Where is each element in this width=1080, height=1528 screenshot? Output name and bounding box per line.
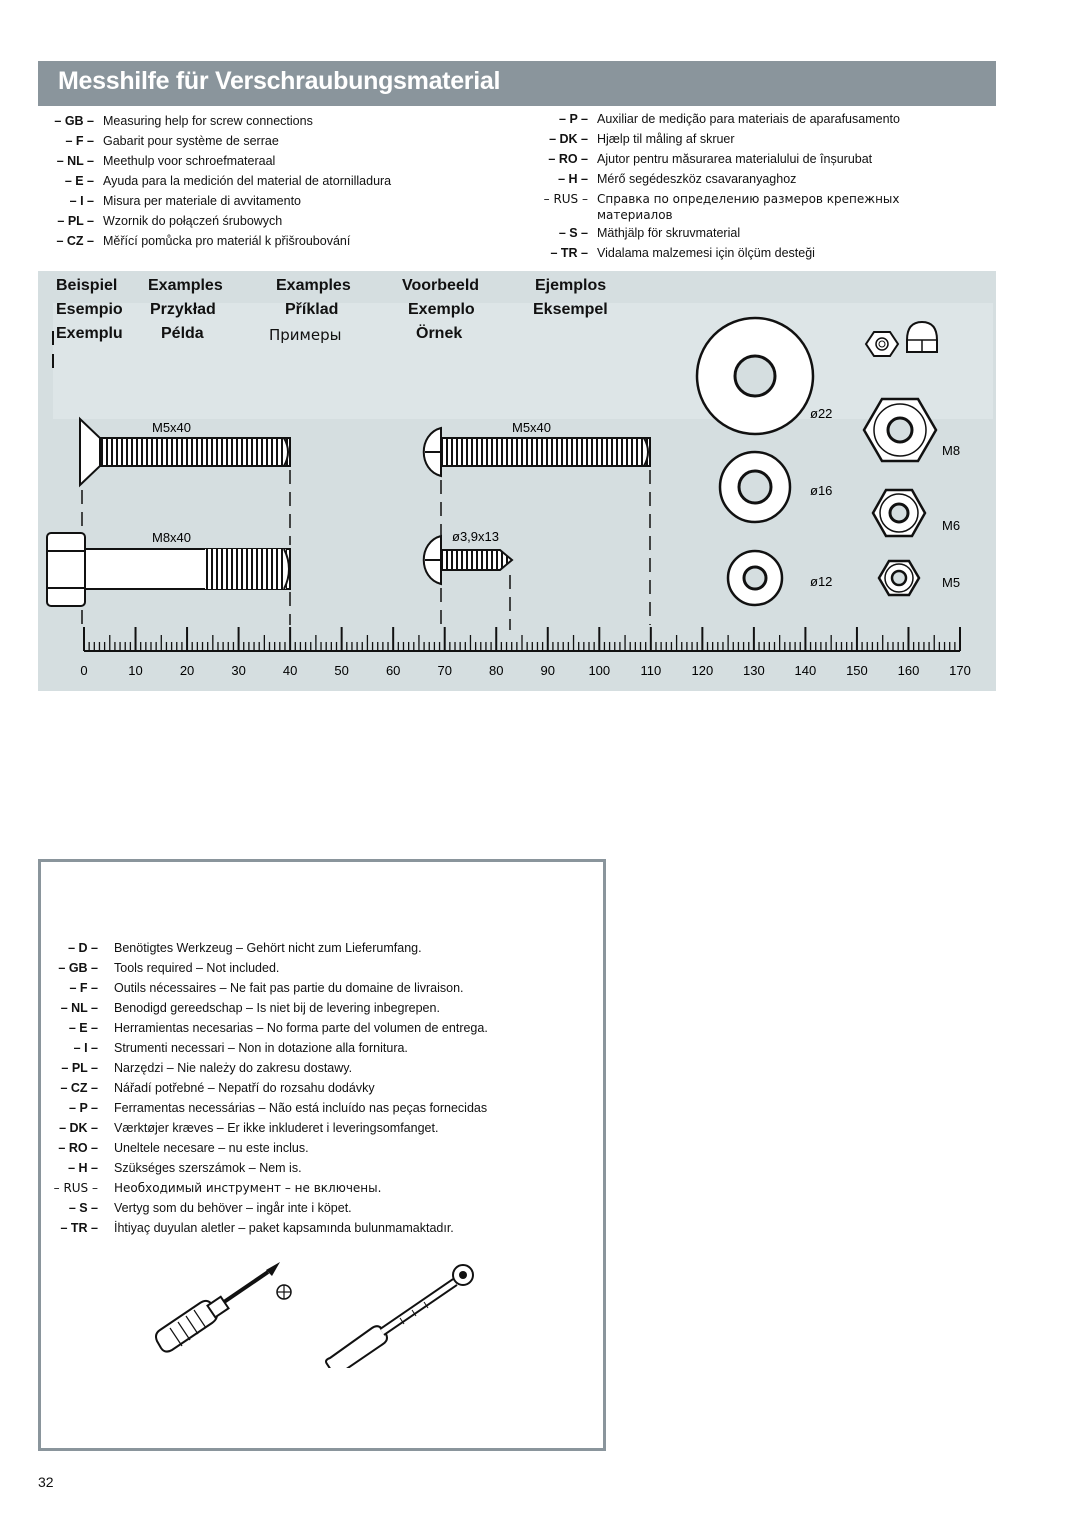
tools-row: – PL –Narzędzi – Nie należy do zakresu d… [61,1061,353,1075]
screw-label: M5x40 [512,420,551,435]
language-row: – TR –Vidalama malzemesi için ölçüm dest… [550,246,815,260]
hex-bolt [46,532,291,607]
example-label: Przykład [150,301,216,318]
example-label: Örnek [416,325,463,342]
ruler-label: 170 [949,663,971,678]
language-row: – NL –Meethulp voor schroefmateraal [56,154,276,168]
tools-row: – D –Benötigtes Werkzeug – Gehört nicht … [68,941,422,955]
nut-label: M8 [942,443,960,458]
ruler-label: 120 [692,663,714,678]
tools-row: – DK –Værktøjer kræves – Er ikke inklude… [59,1121,439,1135]
example-label: Exemplo [408,301,475,318]
language-row: – CZ –Měřící pomůcka pro materiál k přiš… [56,234,351,248]
countersunk-screw [79,416,291,488]
nut-m8 [862,397,938,463]
title-bar: Messhilfe für Verschraubungsmaterial [38,61,996,106]
tools-row: – NL –Benodigd gereedschap – Is niet bij… [60,1001,440,1015]
language-row: – RUS –Справка по определению размеров к… [543,192,900,206]
screw-label: M8x40 [152,530,191,545]
example-label: Примеры [269,326,342,344]
language-row: – RO –Ajutor pentru măsurarea materialul… [548,152,873,166]
ruler-label: 40 [283,663,297,678]
example-label: Příklad [285,301,339,318]
ruler-label: 160 [898,663,920,678]
tools-row: – CZ –Nářadí potřebné – Nepatří do rozsa… [60,1081,375,1095]
guide-lines [81,470,651,630]
page-number: 32 [38,1474,54,1490]
hex-nut-small-icon [864,331,900,357]
ruler-label: 100 [588,663,610,678]
ruler: 0 10 20 30 40 50 60 70 80 90 100 110 120 130 140 150 160… [80,627,971,678]
language-row: – DK –Hjælp til måling af skruer [549,132,735,146]
tools-row: – RUS –Необходимый инструмент – не включ… [53,1181,382,1195]
hardware-drawing: M5x40 M5x40 M8x40 ø3,9x13 ø [46,316,971,678]
tools-row: – GB –Tools required – Not included. [58,961,280,975]
tools-illustration [155,1262,474,1368]
tools-row: – TR –İhtiyaç duyulan aletler – paket ka… [60,1221,454,1235]
screw-label: M5x40 [152,420,191,435]
tapping-screw [422,534,514,586]
example-label: Beispiel [56,277,118,294]
tools-row: – P –Ferramentas necessárias – Não está … [69,1101,488,1115]
example-label: Exemplu [56,325,123,342]
example-label: Eksempel [533,301,608,318]
measuring-panel-inner [53,303,993,419]
language-row: – F –Gabarit pour système de serrae [65,134,279,148]
ruler-label: 150 [846,663,868,678]
washer-label: ø22 [810,406,832,421]
nut-m6 [871,488,927,538]
ruler-label: 0 [80,663,87,678]
ruler-label: 90 [541,663,555,678]
ruler-label: 20 [180,663,194,678]
example-label: Példa [161,325,204,342]
example-label: Examples [148,277,223,294]
example-label: Ejemplos [535,277,607,294]
screw-label: ø3,9x13 [452,529,499,544]
tools-row: – RO –Uneltele necesare – nu este inclus… [58,1141,309,1155]
nut-label: M5 [942,575,960,590]
washer-12 [726,549,784,607]
roundhead-screw [422,426,651,478]
cap-nut-icon [906,320,938,353]
ruler-label: 10 [128,663,142,678]
example-label: Examples [276,277,351,294]
language-row: – E –Ayuda para la medición del material… [64,174,392,188]
language-row: – S –Mäthjälp för skruvmaterial [558,226,741,240]
washer-22 [695,316,815,436]
nut-m5 [877,559,921,597]
ruler-label: 110 [640,663,661,678]
language-row: – GB –Measuring help for screw connectio… [54,114,313,128]
ruler-label: 80 [489,663,503,678]
ruler-label: 130 [743,663,765,678]
tools-required-box [38,859,606,1451]
tools-row: – E –Herramientas necesarias – No forma … [68,1021,488,1035]
ruler-label: 30 [231,663,245,678]
screwdriver-icon [155,1262,292,1353]
page-title: Messhilfe für Verschraubungsmaterial [58,67,501,95]
nut-label: M6 [942,518,960,533]
language-row: – PL –Wzornik do połączeń śrubowych [57,214,283,228]
washer-label: ø16 [810,483,832,498]
ruler-label: 70 [437,663,451,678]
tools-row: – I –Strumenti necessari – Non in dotazi… [73,1041,408,1055]
ruler-label: 140 [795,663,817,678]
language-list-right: – P –Auxiliar de medição para materiais … [536,109,900,263]
washer-label: ø12 [810,574,832,589]
language-row-continuation: материалов [597,208,673,222]
torque-wrench-icon [325,1264,474,1368]
ruler-label: 60 [386,663,400,678]
washer-16 [718,450,792,524]
language-row: – P –Auxiliar de medição para materiais … [559,112,900,126]
language-row: – H –Mérő segédeszköz csavaranyaghoz [558,172,797,186]
tools-row: – F –Outils nécessaires – Ne fait pas pa… [69,981,464,995]
tools-required-list: – D –Benötigtes Werkzeug – Gehört nicht … [38,938,488,1238]
language-row: – I –Misura per materiale di avvitamento [69,194,301,208]
language-list-left: – GB –Measuring help for screw connectio… [38,111,391,251]
example-label: Voorbeeld [402,277,480,294]
ruler-label: 50 [334,663,348,678]
tools-row: – H –Szükséges szerszámok – Nem is. [68,1161,302,1175]
example-label: Esempio [56,301,123,318]
tools-row: – S –Vertyg som du behöver – ingår inte … [68,1201,352,1215]
